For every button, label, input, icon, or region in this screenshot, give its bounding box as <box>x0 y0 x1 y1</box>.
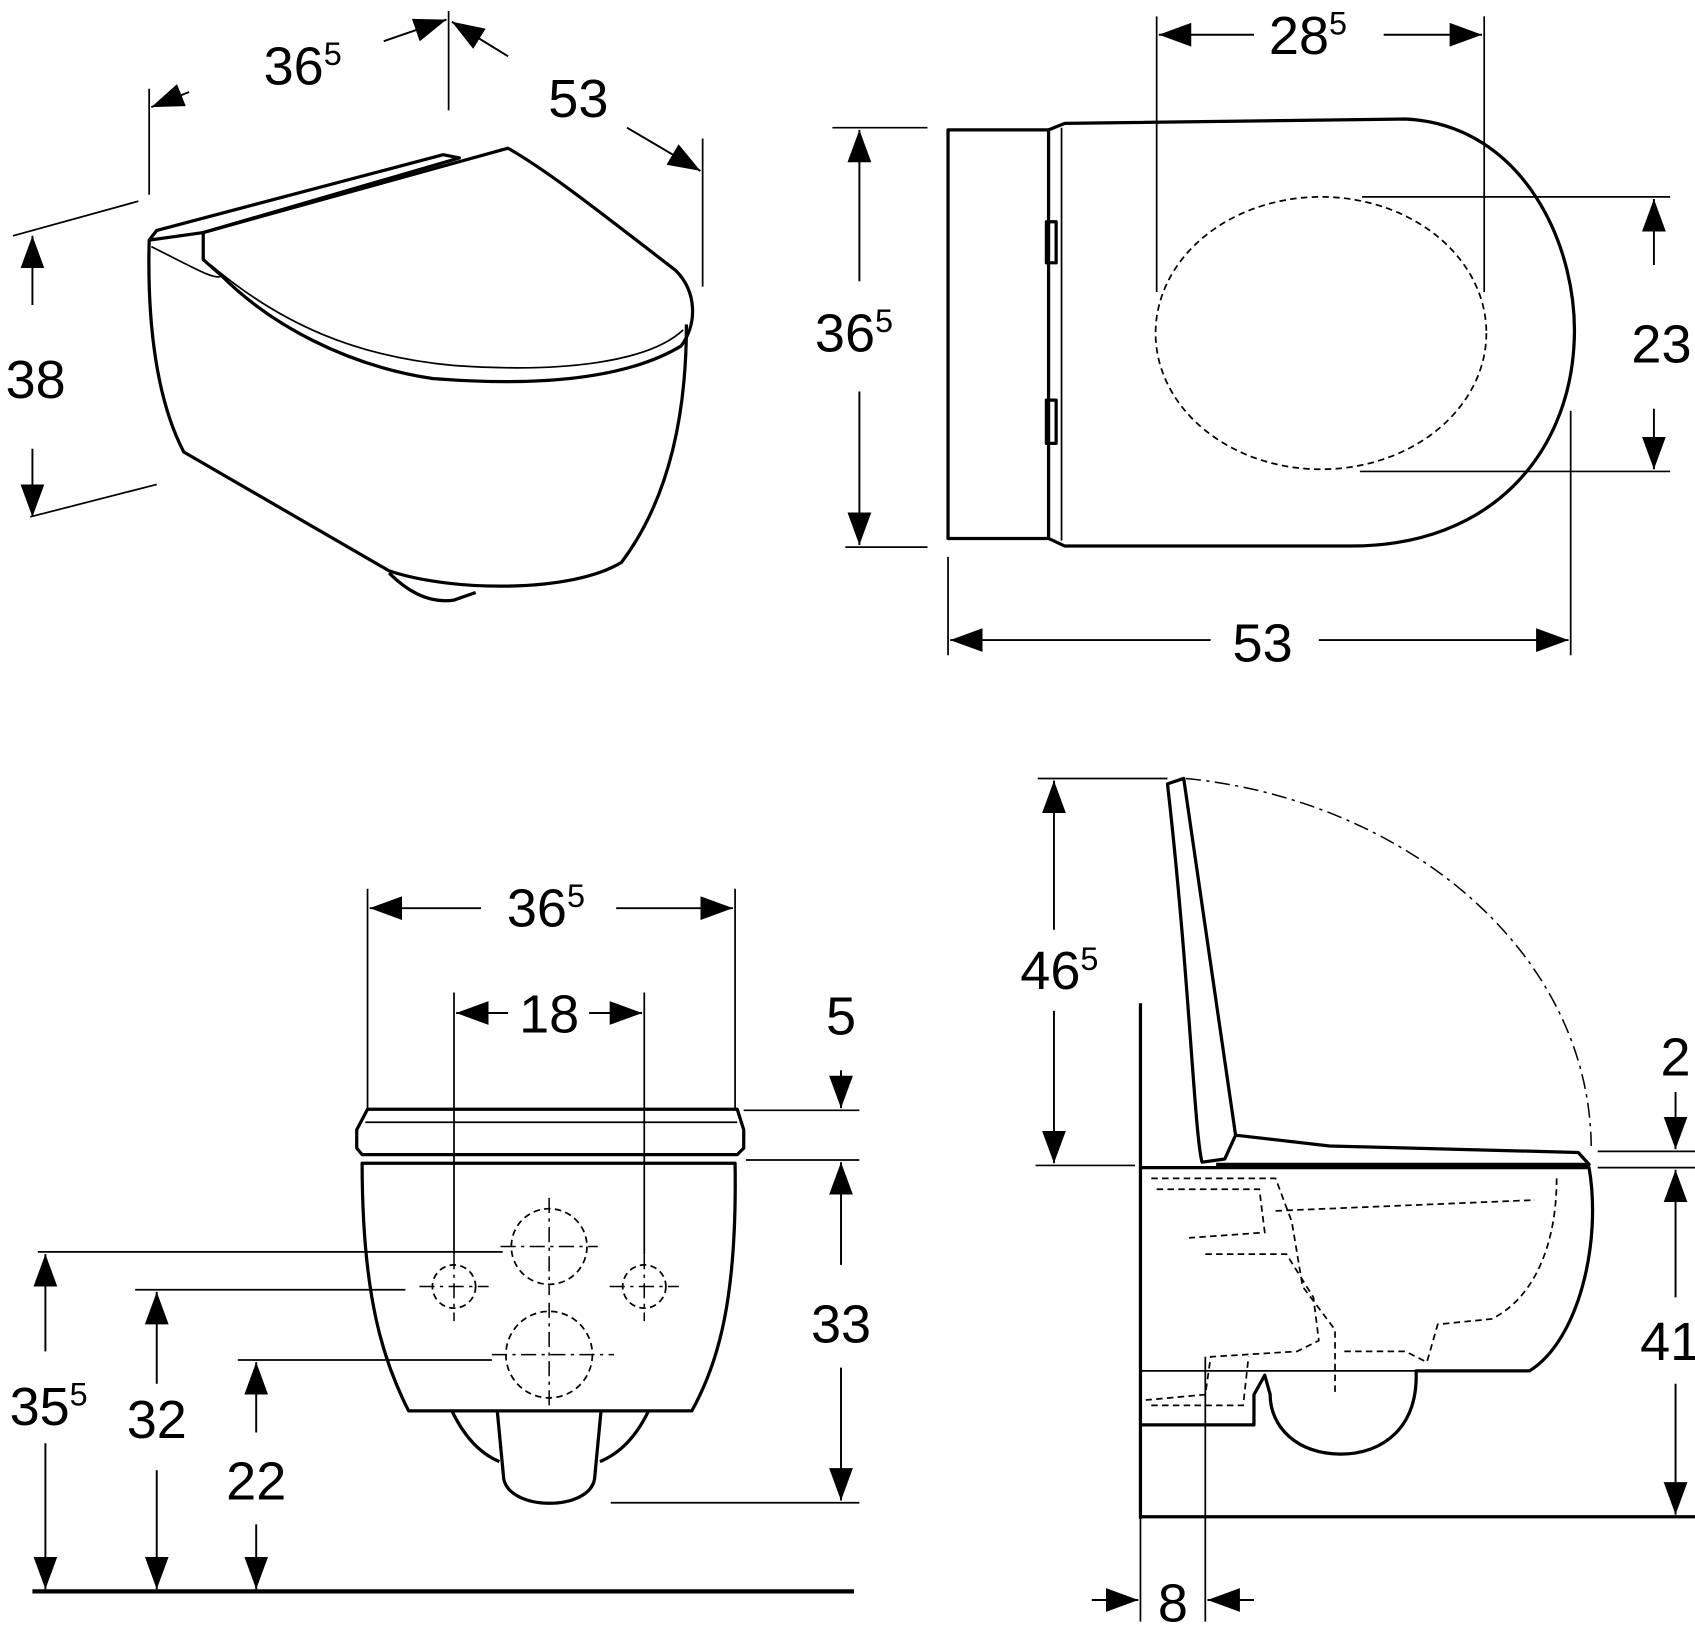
plan-width-label: 365 <box>815 303 893 363</box>
plan-length-label: 53 <box>1233 614 1293 674</box>
front-upper-inlet-height-label: 355 <box>10 1376 88 1436</box>
front-fixing-distance-label: 18 <box>519 984 579 1044</box>
toilet-iso-outline <box>147 146 695 603</box>
side-outlet-projection-label: 8 <box>1158 1574 1188 1625</box>
front-view: 365 18 5 33 355 32 22 <box>10 878 871 1594</box>
iso-dimension-lines <box>12 10 704 518</box>
toilet-front-outline <box>355 1107 746 1505</box>
iso-height-label: 38 <box>6 350 66 410</box>
side-seat-offset-label: 2 <box>1661 1028 1691 1088</box>
front-bowl-height-label: 33 <box>811 1295 871 1355</box>
plan-dimension-lines <box>832 16 1671 656</box>
side-lid-open-height-label: 465 <box>1020 941 1098 1001</box>
toilet-side-outline <box>1138 776 1695 1519</box>
isometric-view: 365 53 38 <box>6 10 704 603</box>
iso-depth-label: 53 <box>548 69 608 129</box>
iso-width-label: 365 <box>264 36 342 96</box>
toilet-plan-outline <box>946 117 1577 548</box>
seat-opening-dashed-outline <box>1154 196 1488 471</box>
front-outlet-height-label: 22 <box>226 1451 286 1511</box>
side-rim-height-label: 41 <box>1640 1312 1695 1372</box>
side-dimension-lines <box>1035 777 1695 1622</box>
front-seat-thickness-label: 5 <box>826 987 856 1047</box>
front-dimension-lines <box>32 888 860 1594</box>
front-width-label: 365 <box>507 878 585 938</box>
plan-seat-opening-width-label: 285 <box>1269 6 1347 66</box>
front-fixing-height-label: 32 <box>127 1390 187 1450</box>
plan-seat-opening-depth-label: 23 <box>1631 314 1691 374</box>
plan-view: 285 365 23 53 <box>815 6 1692 674</box>
side-view: 465 2 41 8 <box>1020 776 1695 1625</box>
